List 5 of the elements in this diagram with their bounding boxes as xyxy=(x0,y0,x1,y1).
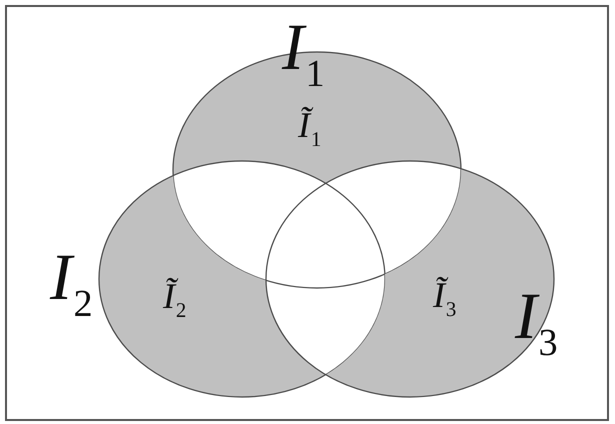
region-label: Ĩ$_{2}$ xyxy=(163,278,186,324)
set-label: I$_{2}$ xyxy=(50,245,93,326)
set-label: I$_{3}$ xyxy=(515,284,558,364)
region-label: Ĩ$_{3}$ xyxy=(433,277,456,322)
region-label: Ĩ$_{1}$ xyxy=(298,107,322,152)
